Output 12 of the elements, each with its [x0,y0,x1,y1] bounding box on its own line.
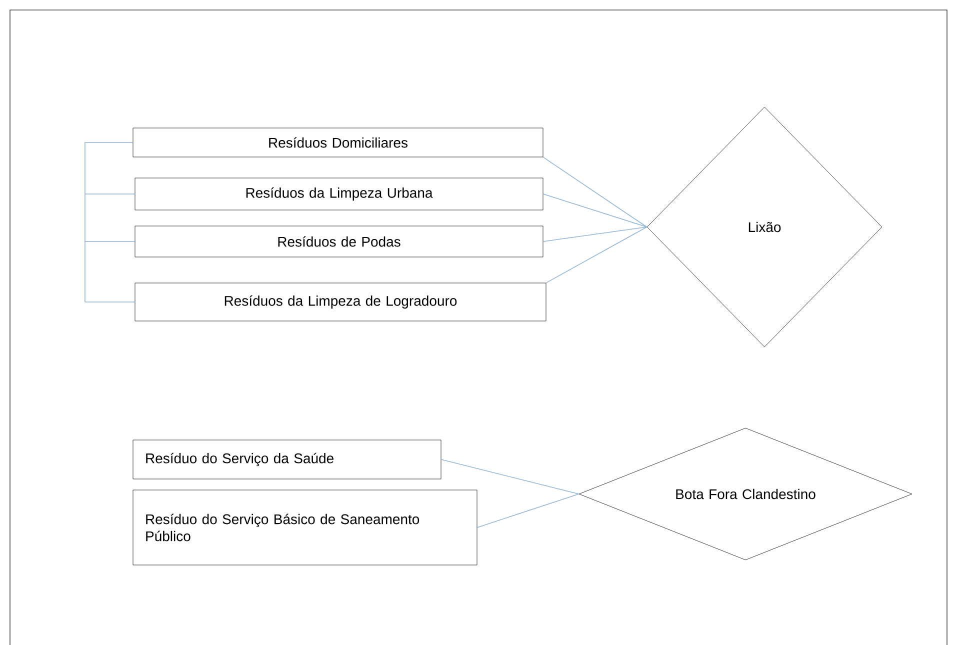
connector-line [476,494,580,528]
process-box: Resíduos da Limpeza Urbana [134,178,544,210]
connector-line [542,156,648,228]
process-box: Resíduos Domiciliares [132,128,544,158]
connector-line [546,226,648,284]
process-box: Resíduos de Podas [134,226,544,258]
process-box: Resíduos da Limpeza de Logradouro [134,282,546,322]
process-box: Resíduo do Serviço Básico de Saneamento Público [132,490,478,566]
connector-line [542,226,648,242]
process-box: Resíduo do Serviço da Saúde [132,440,442,480]
connector-line [542,194,648,228]
connector-line [440,459,580,494]
